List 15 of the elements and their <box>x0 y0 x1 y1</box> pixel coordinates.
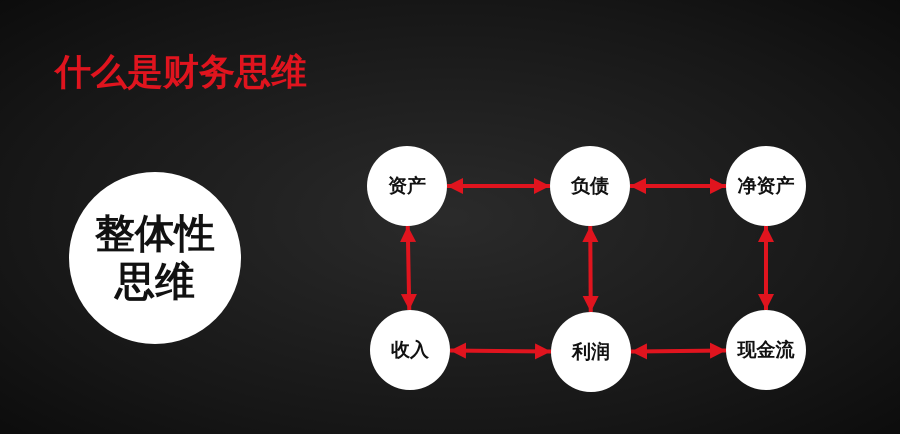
circle-node: 利润 <box>551 312 631 392</box>
double-arrow <box>630 178 726 194</box>
double-arrow <box>447 178 550 194</box>
circle-node: 负债 <box>550 146 630 226</box>
circle-node: 现金流 <box>726 310 806 390</box>
title: 什么是财务思维 <box>55 51 307 95</box>
double-arrow <box>450 342 552 360</box>
large-circle: 整体性思维 <box>69 172 241 344</box>
circle-node: 净资产 <box>726 146 806 226</box>
circle-node: 资产 <box>367 146 447 226</box>
double-arrow <box>400 226 417 310</box>
double-arrow <box>758 226 774 310</box>
double-arrow <box>582 226 599 312</box>
double-arrow <box>630 342 726 360</box>
circle-node: 收入 <box>370 310 450 390</box>
